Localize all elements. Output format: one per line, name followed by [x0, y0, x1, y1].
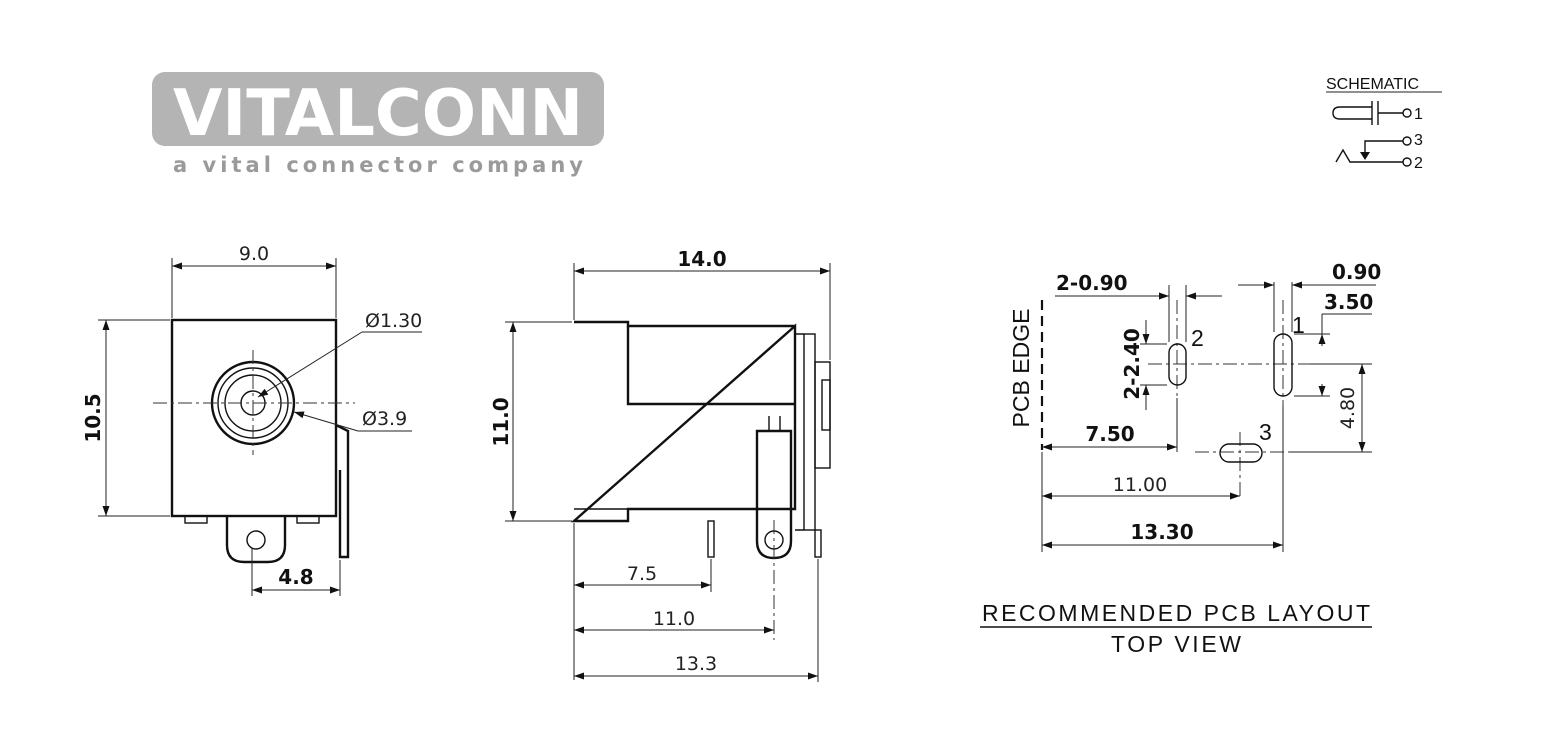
- pcb-caption-line2: TOP VIEW: [1111, 631, 1241, 657]
- pcb-dim-2-2-40: 2-2.40: [1120, 328, 1144, 400]
- side-pin-dim-1: 7.5: [627, 563, 657, 585]
- schematic-pin-1: 1: [1414, 106, 1423, 123]
- side-pin-dim-2: 11.0: [653, 608, 695, 630]
- logo-badge: [152, 72, 604, 146]
- logo-brand: VITALCONN: [173, 77, 583, 151]
- pcb-dim-7-50: 7.50: [1085, 422, 1134, 446]
- pcb-pin-1-label: 1: [1292, 312, 1305, 338]
- pcb-dim-11-00: 11.00: [1113, 474, 1167, 496]
- pcb-slot-3: [1219, 443, 1263, 463]
- pcb-dim-2-0-90: 2-0.90: [1056, 271, 1128, 295]
- front-hole-dim: Ø1.30: [365, 310, 422, 332]
- front-body: [170, 318, 338, 518]
- pcb-caption-line1: RECOMMENDED PCB LAYOUT: [982, 600, 1370, 626]
- schematic: SCHEMATIC 1 3 2: [1326, 76, 1442, 172]
- front-view: 9.0 10.5 Ø1.30 Ø3.9 4.8: [81, 243, 422, 596]
- side-length-dim: 14.0: [677, 247, 726, 271]
- logo-tagline: a vital connector company: [173, 153, 583, 177]
- pcb-dim-0-90: 0.90: [1332, 260, 1381, 284]
- pcb-dim-4-80: 4.80: [1337, 387, 1359, 429]
- logo: VITALCONN a vital connector company: [152, 72, 604, 177]
- pcb-dim-13-30: 13.30: [1130, 520, 1193, 544]
- front-width-dim: 9.0: [239, 243, 269, 265]
- pcb-pin-2-label: 2: [1191, 325, 1204, 351]
- pcb-pin-3-label: 3: [1259, 419, 1272, 445]
- side-height-dim: 11.0: [489, 397, 513, 446]
- pcb-dim-3-50: 3.50: [1324, 290, 1373, 314]
- side-pin-dim-3: 13.3: [675, 653, 717, 675]
- side-body: [570, 320, 797, 523]
- schematic-title: SCHEMATIC: [1326, 76, 1419, 93]
- schematic-pin-3: 3: [1414, 132, 1423, 149]
- front-height-dim: 10.5: [81, 393, 105, 442]
- pcb-layout: PCB EDGE 2 1 3 2-0.90 0.90 3.50: [980, 260, 1381, 657]
- front-bore-dim: Ø3.9: [362, 408, 407, 430]
- side-view: 14.0 11.0 7.5 11.0 13.3: [489, 247, 831, 682]
- pcb-slot-1: [1273, 333, 1293, 397]
- pcb-slot-2: [1168, 343, 1187, 386]
- schematic-pin-2: 2: [1414, 155, 1423, 172]
- pcb-edge-label: PCB EDGE: [1008, 309, 1034, 428]
- front-tab-dim: 4.8: [278, 565, 313, 589]
